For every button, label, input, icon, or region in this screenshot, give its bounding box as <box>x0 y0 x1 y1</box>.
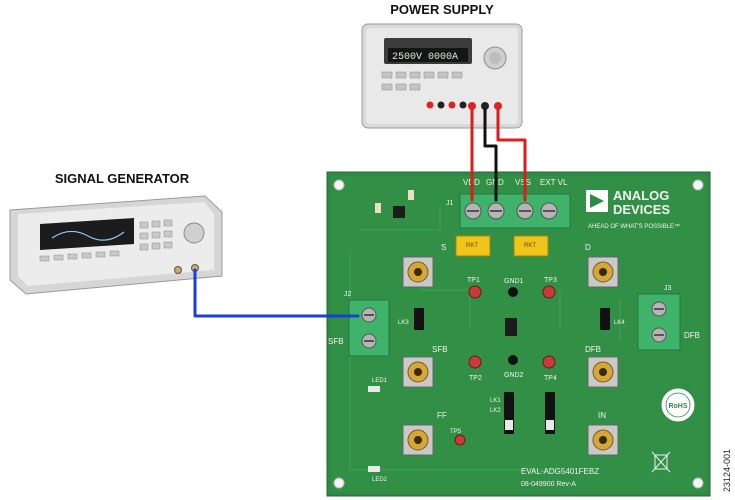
bnc-sfb <box>402 356 434 388</box>
bnc-connectors <box>402 256 619 456</box>
siggen-display <box>40 218 134 250</box>
link-headers <box>414 308 610 434</box>
power-terminal-block <box>459 193 571 229</box>
signal-generator-unit <box>9 195 223 295</box>
jumper-label-j2: J2 <box>344 291 352 298</box>
bnc-d <box>587 256 619 288</box>
terminal-label-vss: VSS <box>515 178 531 187</box>
led1 <box>368 386 380 392</box>
figure-id: 23124-001 <box>722 449 732 492</box>
psu-terminal-com <box>481 102 489 110</box>
psu-terminal-pos-1 <box>468 102 476 110</box>
svg-text:LED1: LED1 <box>372 378 388 384</box>
bnc-ff <box>402 424 434 456</box>
board-revision: 08-049900 Rev-A <box>521 481 576 488</box>
edge-label-dfb: DFB <box>684 331 700 340</box>
testpoint-label-tp3: TP3 <box>544 277 557 284</box>
terminal-block-j3 <box>637 293 681 351</box>
svg-text:RoHS: RoHS <box>668 403 687 410</box>
siggen-knob <box>183 222 205 244</box>
testpoint-label-tp4: TP4 <box>544 375 557 382</box>
testpoint-label-tp1: TP1 <box>467 277 480 284</box>
psu-display-readout: 2500V 0000A <box>392 52 458 63</box>
bnc-s <box>402 256 434 288</box>
bnc-in <box>587 424 619 456</box>
terminal-label-ext-vl: EXT VL <box>540 178 568 187</box>
jumper-label-j3: J3 <box>664 285 672 292</box>
connector-label-dfb: DFB <box>585 345 601 354</box>
wires <box>193 108 527 318</box>
link-label-lk3: LK3 <box>398 320 409 326</box>
rohs-badge: RoHS <box>660 387 696 423</box>
evaluation-board: ANALOG DEVICES AHEAD OF WHAT'S POSSIBLE™… <box>326 171 711 497</box>
terminal-block-j2 <box>348 299 390 357</box>
psu-terminal-pos-2 <box>494 102 502 110</box>
tantalum-capacitors: RKT RKT <box>455 235 549 257</box>
svg-text:LED2: LED2 <box>372 477 388 483</box>
board-part-number: EVAL-ADG5401FEBZ <box>521 467 599 476</box>
link-label-lk4: LK4 <box>614 320 625 326</box>
gnd-label-gnd1: GND1 <box>504 278 524 285</box>
svg-text:ANALOG: ANALOG <box>613 188 669 203</box>
test-points <box>454 285 556 446</box>
psu-output-terminals <box>426 101 502 110</box>
analog-devices-logo: ANALOG DEVICES <box>586 188 670 217</box>
gnd-label-gnd2: GND2 <box>504 372 524 379</box>
connector-label-d: D <box>585 243 591 252</box>
led2 <box>368 466 380 472</box>
edge-label-sfb: SFB <box>328 337 344 346</box>
link-label-lk1: LK1 <box>490 398 501 404</box>
testpoint-label-tp2: TP2 <box>469 375 482 382</box>
wire-vss <box>496 108 527 202</box>
switch-ic-u1 <box>505 318 517 336</box>
power-supply-unit: 2500V 0000A <box>361 23 523 129</box>
testpoint-label-tp5: TP5 <box>450 429 462 435</box>
svg-text:RKT: RKT <box>466 243 478 249</box>
connector-label-ff: FF <box>437 411 447 420</box>
connector-label-s: S <box>441 243 446 252</box>
weee-bin-icon <box>651 451 671 473</box>
connector-label-in: IN <box>598 411 606 420</box>
wire-gnd <box>483 108 498 202</box>
link-label-lk2: LK2 <box>490 408 501 414</box>
svg-text:RKT: RKT <box>524 243 536 249</box>
svg-text:DEVICES: DEVICES <box>613 202 670 217</box>
wire-signal <box>193 268 360 318</box>
siggen-keypad <box>39 219 173 262</box>
signal-generator-label: SIGNAL GENERATOR <box>55 171 190 186</box>
board-tagline: AHEAD OF WHAT'S POSSIBLE™ <box>588 223 680 230</box>
psu-buttons <box>381 71 463 91</box>
regulator-ic <box>393 206 405 218</box>
power-supply-label: POWER SUPPLY <box>390 2 494 17</box>
jumper-label-j1: J1 <box>446 200 454 207</box>
bnc-dfb <box>587 356 619 388</box>
connector-label-sfb: SFB <box>432 345 448 354</box>
